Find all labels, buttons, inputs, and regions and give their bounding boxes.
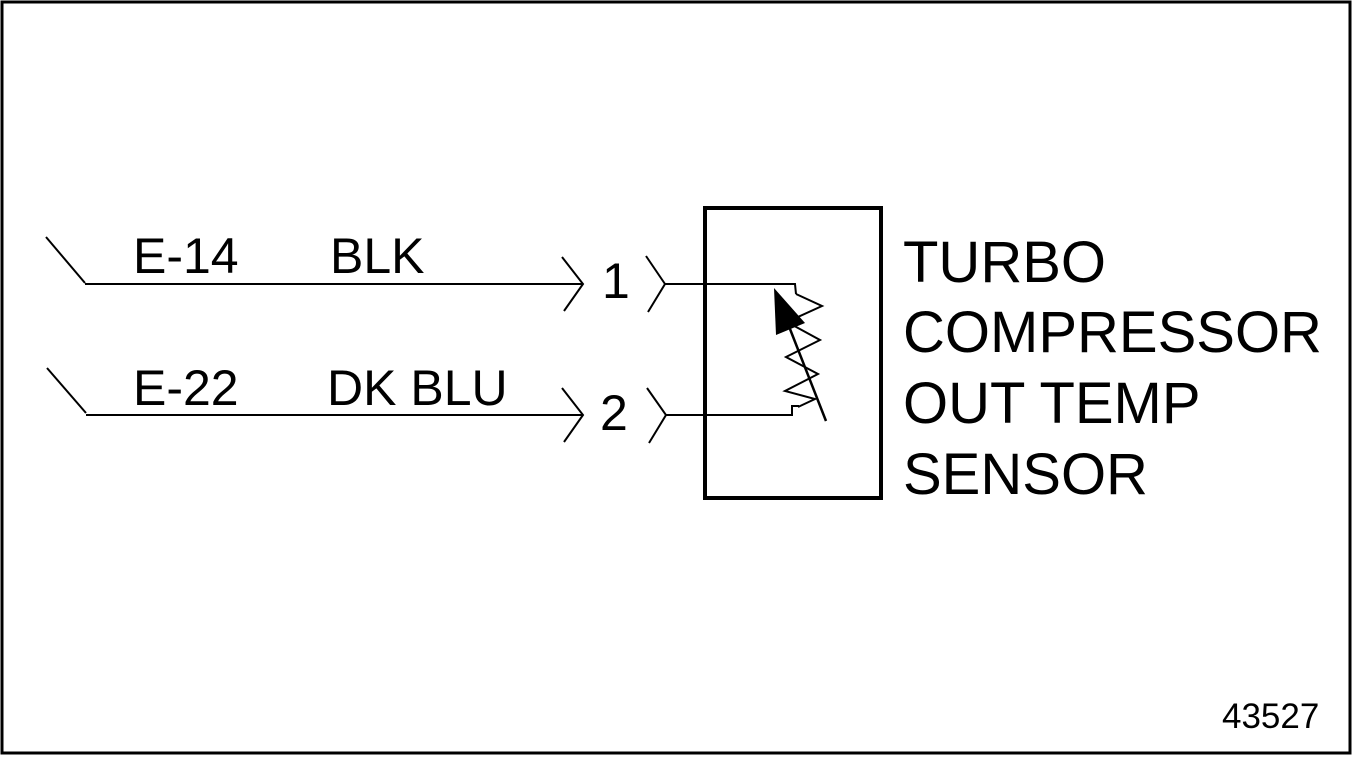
wire-2-color-label: DK BLU — [327, 360, 508, 416]
sensor-name-line-3: OUT TEMP — [903, 371, 1201, 436]
wire-1-connector-pin-icon — [645, 255, 705, 313]
wire-2-connector-socket-icon — [561, 387, 585, 443]
wire-2-pin-number: 2 — [600, 385, 628, 441]
wire-1-internal-lead — [705, 283, 797, 295]
thermistor-arrow-shaft-icon — [788, 328, 828, 422]
sensor-name-line-4: SENSOR — [903, 442, 1148, 507]
wire-2-circuit-label: E-22 — [133, 360, 239, 416]
sensor-name-line-1: TURBO — [903, 230, 1106, 295]
figure-number: 43527 — [1222, 697, 1319, 736]
thermistor-zigzag-icon — [782, 293, 825, 408]
wire-1-circuit-label: E-14 — [133, 228, 239, 284]
wire-2-connector-pin-icon — [646, 387, 705, 444]
wire-2: E-22 DK BLU 2 — [46, 360, 799, 444]
sensor-name-line-2: COMPRESSOR — [903, 300, 1322, 365]
wire-2-break-icon — [46, 367, 87, 414]
wire-1-connector-socket-icon — [561, 256, 585, 312]
sensor-outline — [703, 206, 883, 500]
wire-2-internal-lead — [705, 405, 799, 416]
wire-1-pin-number: 1 — [602, 253, 630, 309]
sensor-label: TURBO COMPRESSOR OUT TEMP SENSOR — [903, 230, 1322, 507]
wire-1-color-label: BLK — [330, 228, 425, 284]
wire-1: E-14 BLK 1 — [45, 228, 797, 313]
thermistor-arrow-head-icon — [774, 288, 805, 335]
wire-1-break-icon — [45, 236, 86, 284]
sensor-box — [703, 206, 883, 500]
